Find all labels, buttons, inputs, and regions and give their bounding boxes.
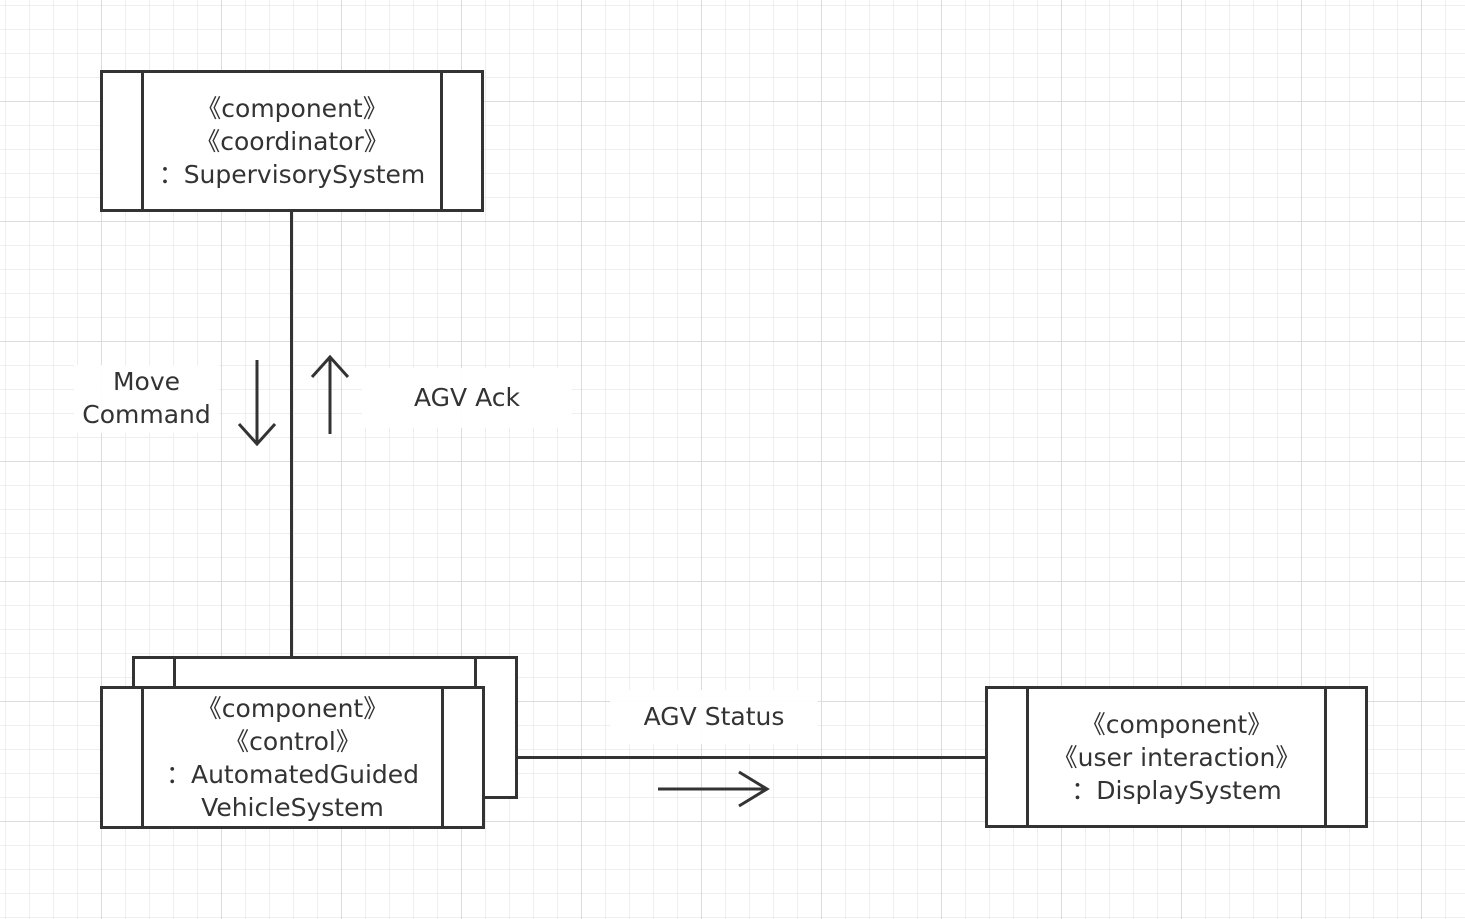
component-right-bar: [1324, 689, 1327, 825]
agv-ack-arrow-up-icon: [310, 354, 350, 434]
component-right-bar: [440, 73, 443, 209]
component-left-bar: [1026, 689, 1029, 825]
connector-agv-display: [483, 756, 986, 759]
component-name-line1: ：AutomatedGuided: [165, 759, 420, 789]
component-name: ：SupervisorySystem: [158, 159, 426, 189]
agv-status-arrow-right-icon: [658, 770, 770, 808]
stereotype-component: 《component》: [1080, 709, 1273, 739]
component-label: 《component》 《coordinator》 ：SupervisorySy…: [144, 73, 440, 209]
agv-system-component[interactable]: 《component》 《control》 ：AutomatedGuided V…: [100, 686, 485, 829]
component-left-bar: [141, 689, 144, 826]
component-left-bar: [141, 73, 144, 209]
move-command-line2: Command: [82, 400, 211, 429]
move-command-line1: Move: [112, 367, 181, 396]
move-command-arrow-down-icon: [237, 360, 277, 447]
message-label-agv-status: AGV Status: [610, 690, 818, 744]
shadow-right-bar: [474, 659, 477, 687]
message-label-agv-ack: AGV Ack: [362, 368, 572, 428]
stereotype-component: 《component》: [196, 693, 389, 723]
stereotype-user-interaction: 《user interaction》: [1052, 742, 1301, 772]
supervisory-system-component[interactable]: 《component》 《coordinator》 ：SupervisorySy…: [100, 70, 484, 212]
stereotype-coordinator: 《coordinator》: [195, 126, 389, 156]
component-name-line2: VehicleSystem: [201, 792, 384, 822]
component-name: ：DisplaySystem: [1071, 775, 1282, 805]
component-label: 《component》 《user interaction》 ：DisplayS…: [1029, 689, 1324, 825]
connector-supervisory-agv: [290, 210, 293, 688]
stereotype-control: 《control》: [224, 726, 361, 756]
component-right-bar: [441, 689, 444, 826]
message-label-move-command: Move Command: [74, 365, 219, 433]
component-label: 《component》 《control》 ：AutomatedGuided V…: [144, 689, 441, 826]
display-system-component[interactable]: 《component》 《user interaction》 ：DisplayS…: [985, 686, 1368, 828]
stereotype-component: 《component》: [196, 93, 388, 123]
shadow-left-bar: [173, 659, 176, 687]
